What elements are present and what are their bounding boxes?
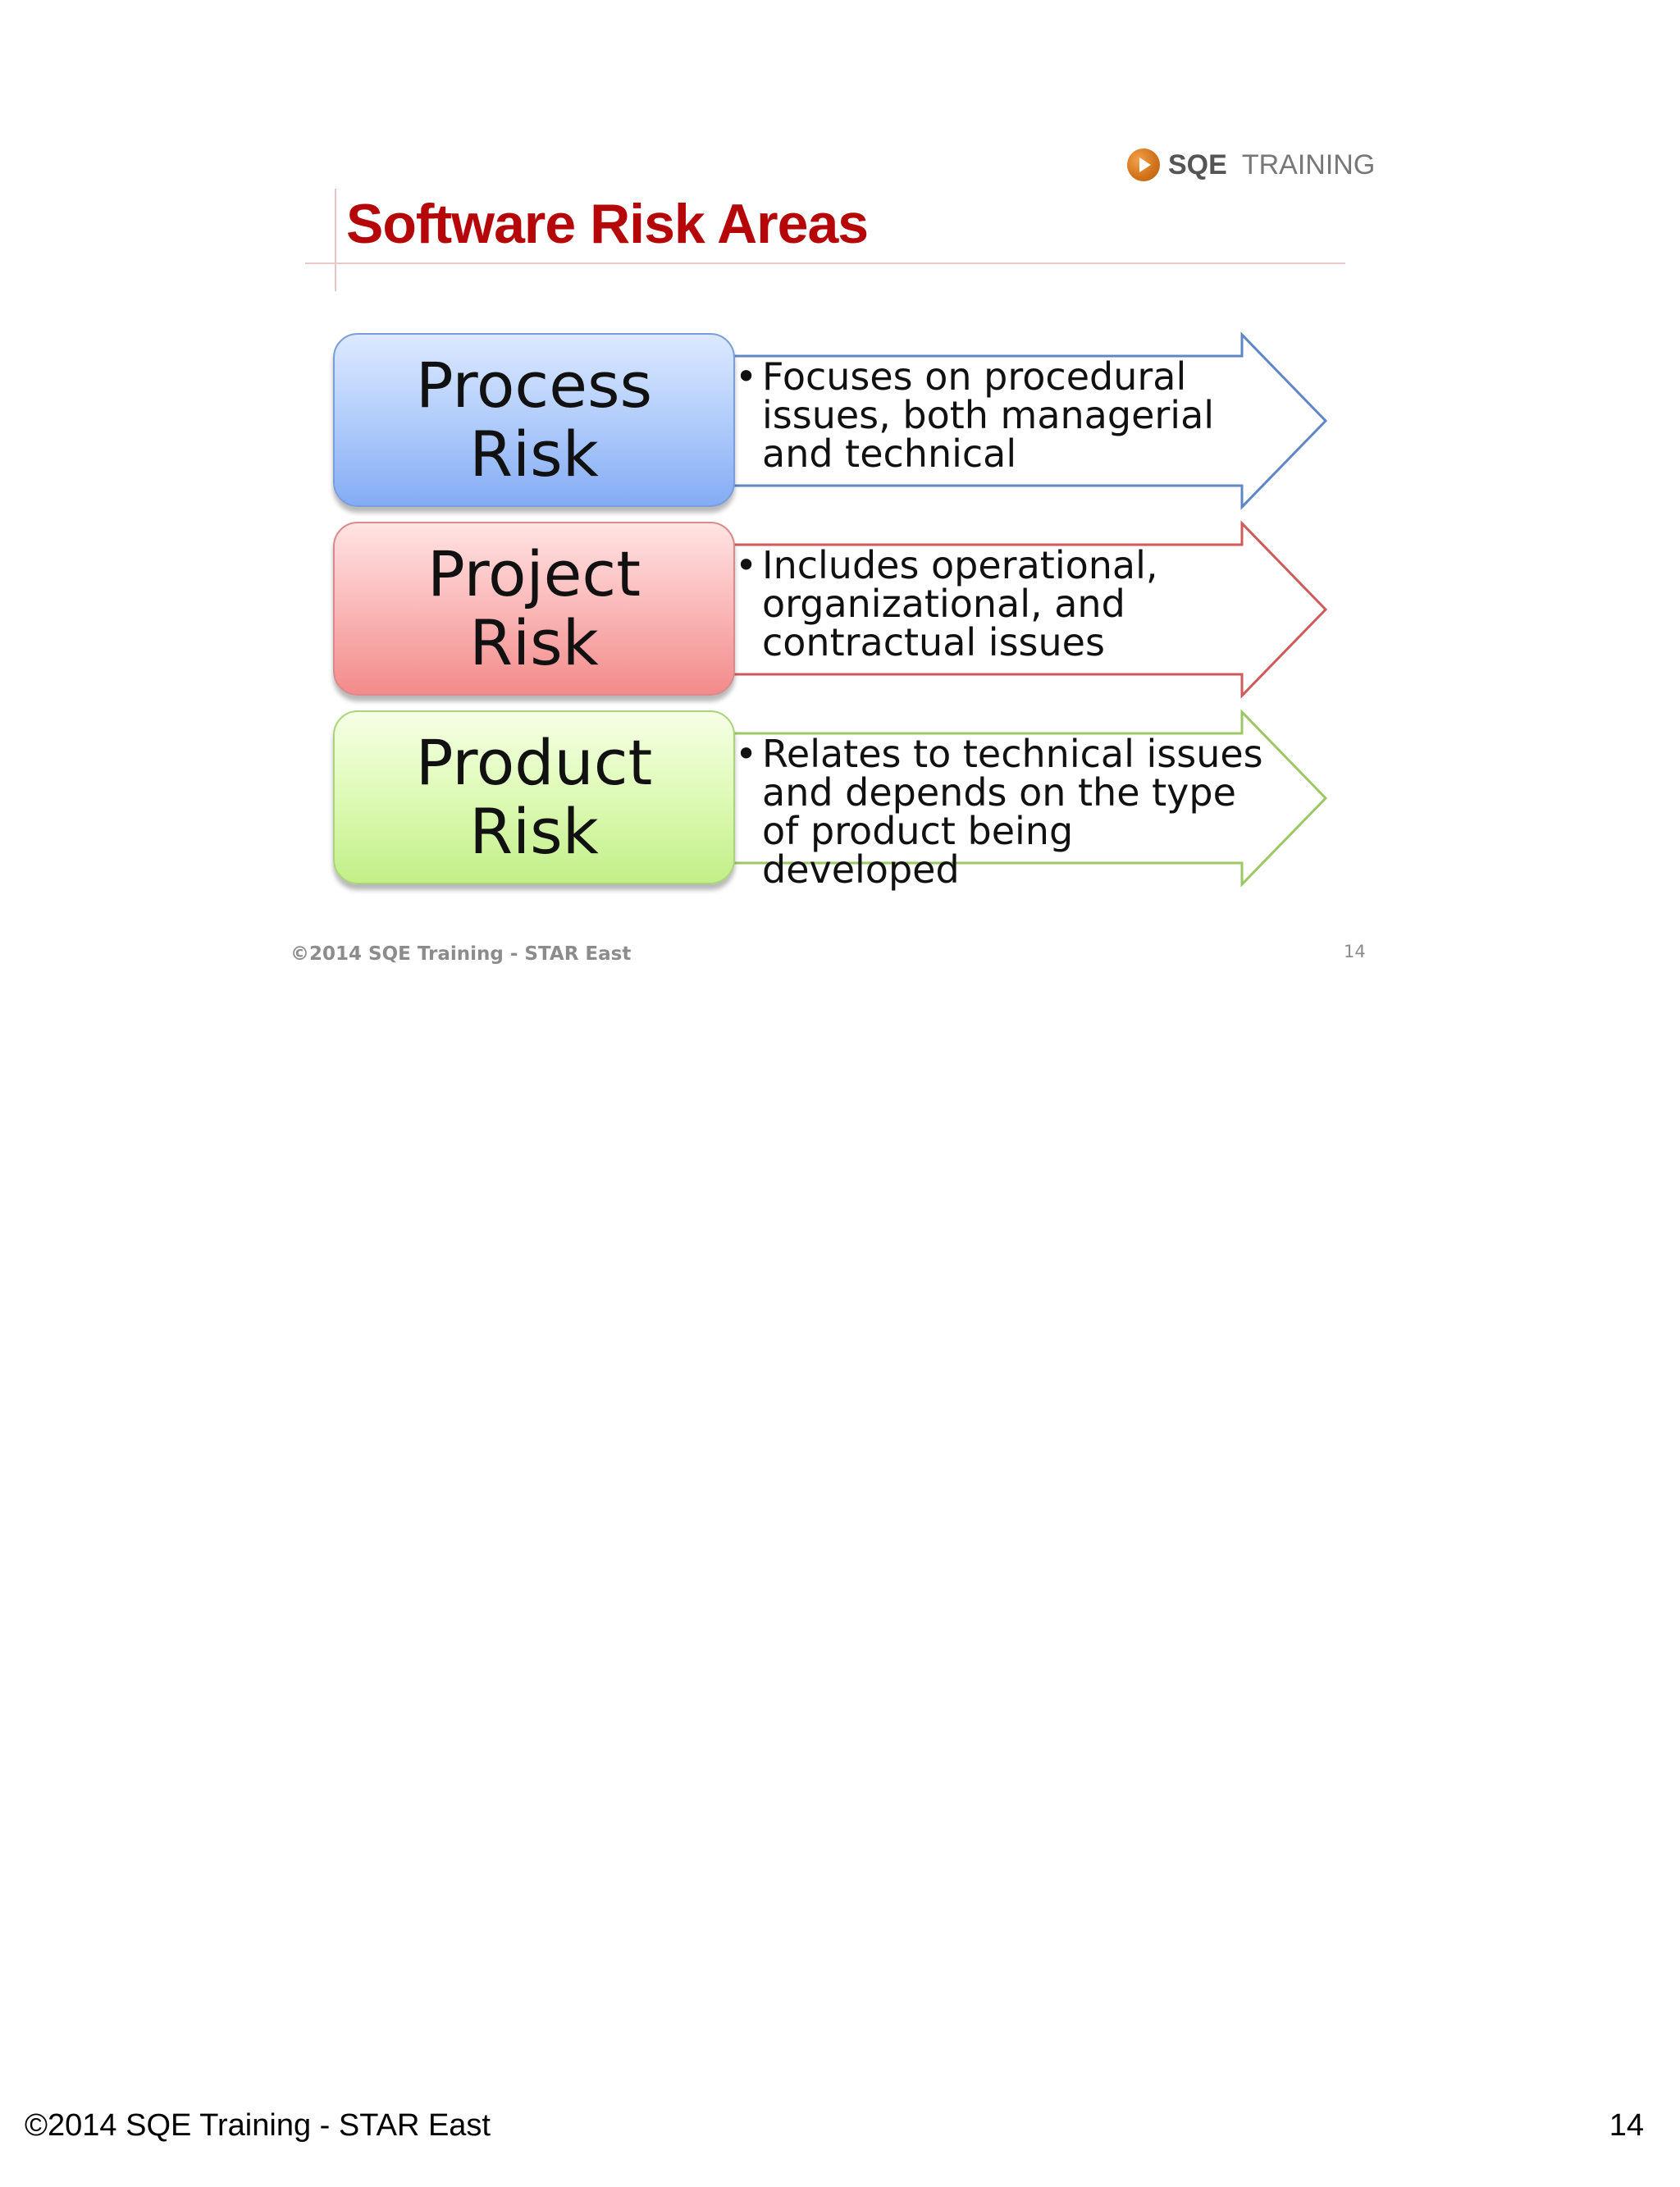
slide-copyright: ©2014 SQE Training - STAR East — [290, 943, 632, 965]
play-circle-icon — [1127, 148, 1160, 181]
logo-text-strong: SQE — [1168, 148, 1227, 180]
project-arrow-shape — [717, 520, 1328, 699]
project-risk-description: • Includes operational, organizational, … — [735, 546, 1276, 662]
slide-number: 14 — [1344, 942, 1366, 961]
slide: SQE TRAINING Software Risk Areas Process … — [285, 131, 1393, 993]
bullet: • — [735, 732, 758, 776]
risk-name-line1: Process — [415, 349, 653, 422]
project-risk-box: Project Risk — [333, 522, 735, 696]
risk-name-line2: Risk — [469, 795, 599, 868]
description-text: Includes operational, organizational, an… — [762, 543, 1158, 664]
description-text: Focuses on procedural issues, both manag… — [762, 354, 1215, 476]
product-arrow-shape — [717, 709, 1328, 888]
description-text: Relates to technical issues and depends … — [762, 732, 1263, 892]
risk-name-line2: Risk — [469, 418, 599, 491]
process-arrow-shape — [717, 331, 1328, 510]
risk-name-line1: Product — [415, 726, 653, 799]
risk-name-line2: Risk — [469, 606, 599, 679]
risk-row-project: Project Risk • Includes operational, org… — [333, 520, 1358, 699]
product-risk-description: • Relates to technical issues and depend… — [735, 735, 1276, 889]
logo-text-light: TRAINING — [1241, 148, 1376, 180]
title-divider-horizontal — [305, 263, 1345, 264]
bullet: • — [735, 354, 758, 399]
sqe-training-logo: SQE TRAINING — [1127, 144, 1375, 185]
risk-row-product: Product Risk • Relates to technical issu… — [333, 709, 1358, 889]
slide-title: Software Risk Areas — [346, 193, 869, 255]
bullet: • — [735, 543, 758, 587]
product-risk-box: Product Risk — [333, 710, 735, 884]
page-copyright: ©2014 SQE Training - STAR East — [25, 2108, 491, 2143]
risk-name-line1: Project — [427, 537, 641, 610]
process-risk-box: Process Risk — [333, 333, 735, 507]
process-risk-description: • Focuses on procedural issues, both man… — [735, 358, 1276, 473]
page-number: 14 — [1609, 2108, 1644, 2143]
title-divider-vertical — [335, 189, 336, 291]
risk-row-process: Process Risk • Focuses on procedural iss… — [333, 331, 1358, 510]
